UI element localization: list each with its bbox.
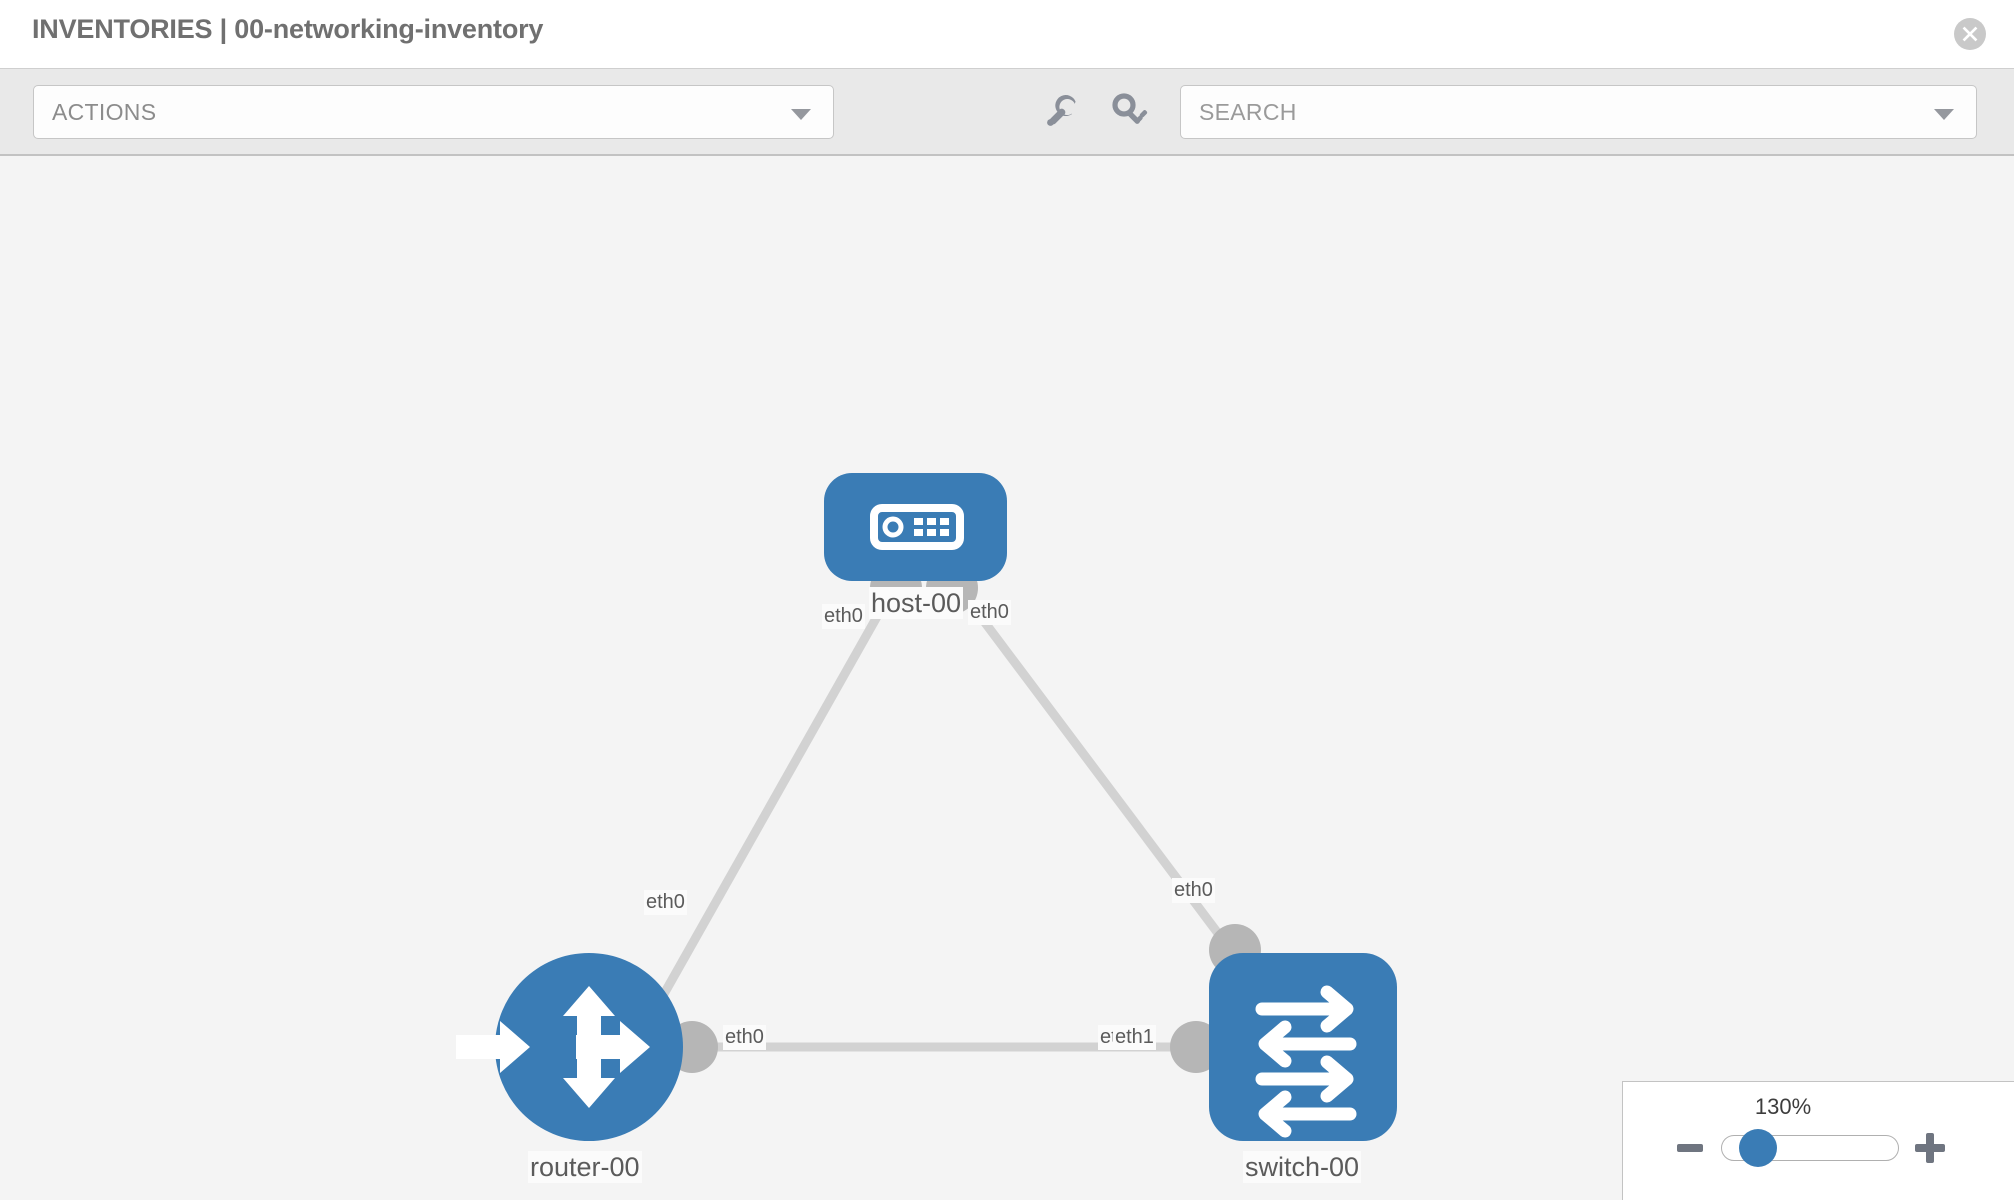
node-router-00[interactable] (456, 953, 683, 1141)
close-icon[interactable] (1954, 18, 1986, 50)
actions-dropdown[interactable]: ACTIONS (33, 85, 834, 139)
node-label-host-00: host-00 (869, 587, 964, 619)
actions-dropdown-label: ACTIONS (52, 99, 157, 125)
topology-graph (456, 473, 1397, 1141)
edge-label: eth0 (723, 1025, 766, 1050)
switch-arrows-icon (1255, 985, 1357, 1138)
server-appliance-icon (870, 504, 964, 550)
zoom-percent-label: 130% (1754, 1094, 1812, 1119)
node-switch-00[interactable] (1209, 953, 1397, 1141)
edge-label: eth0 (968, 600, 1011, 625)
node-label-router-00: router-00 (528, 1151, 642, 1183)
wrench-icon[interactable] (1040, 89, 1084, 133)
search-placeholder: SEARCH (1199, 99, 1297, 125)
zoom-in-button[interactable] (1915, 1133, 1945, 1163)
node-host-00[interactable] (824, 473, 1007, 581)
page-header: INVENTORIES | 00-networking-inventory (0, 0, 2014, 68)
search-input[interactable]: SEARCH (1180, 85, 1977, 139)
edge-label: eth0 (644, 890, 687, 915)
edge-label: eth0 (822, 604, 865, 629)
toolbar: ACTIONS SEARCH (0, 68, 2014, 156)
zoom-out-button[interactable] (1677, 1144, 1703, 1152)
chevron-down-icon (791, 109, 811, 120)
router-four-arrows-icon (456, 986, 650, 1108)
page-title: INVENTORIES | 00-networking-inventory (32, 14, 544, 44)
edge-label: eth1 (1113, 1025, 1156, 1050)
link-host-router[interactable] (656, 573, 904, 1004)
node-label-switch-00: switch-00 (1243, 1151, 1362, 1183)
zoom-slider-thumb[interactable] (1739, 1129, 1777, 1167)
topology-canvas[interactable]: eth0 eth0 eth0 eth0 eth0 eth0 eth1 host-… (0, 156, 2014, 1200)
chevron-down-icon[interactable] (1934, 109, 1954, 120)
key-icon[interactable] (1108, 89, 1152, 133)
zoom-control-panel: 130% (1622, 1081, 2014, 1200)
edge-label: eth0 (1172, 878, 1215, 903)
